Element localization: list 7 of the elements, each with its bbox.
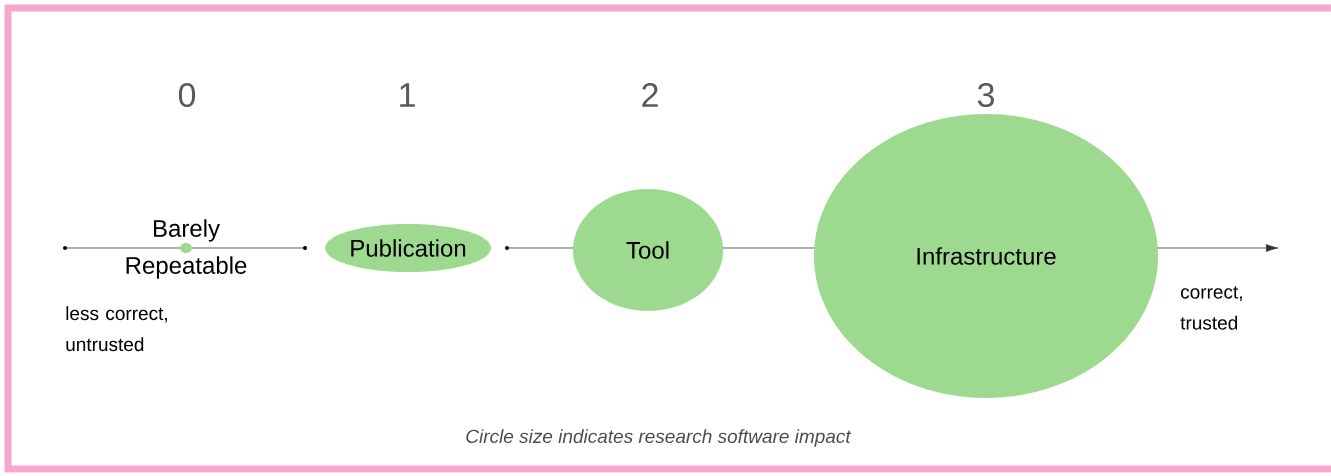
axis-end-label: correct, trusted xyxy=(1180,286,1242,330)
level-number: 0 xyxy=(178,82,196,108)
level-number: 1 xyxy=(400,83,415,107)
caption: Circle size indicates research software impact xyxy=(466,429,852,447)
axis-end-label: less correct, untrusted xyxy=(66,306,167,352)
dot-with-label: Barely Repeatable xyxy=(126,219,247,279)
level-number: 2 xyxy=(642,83,658,107)
